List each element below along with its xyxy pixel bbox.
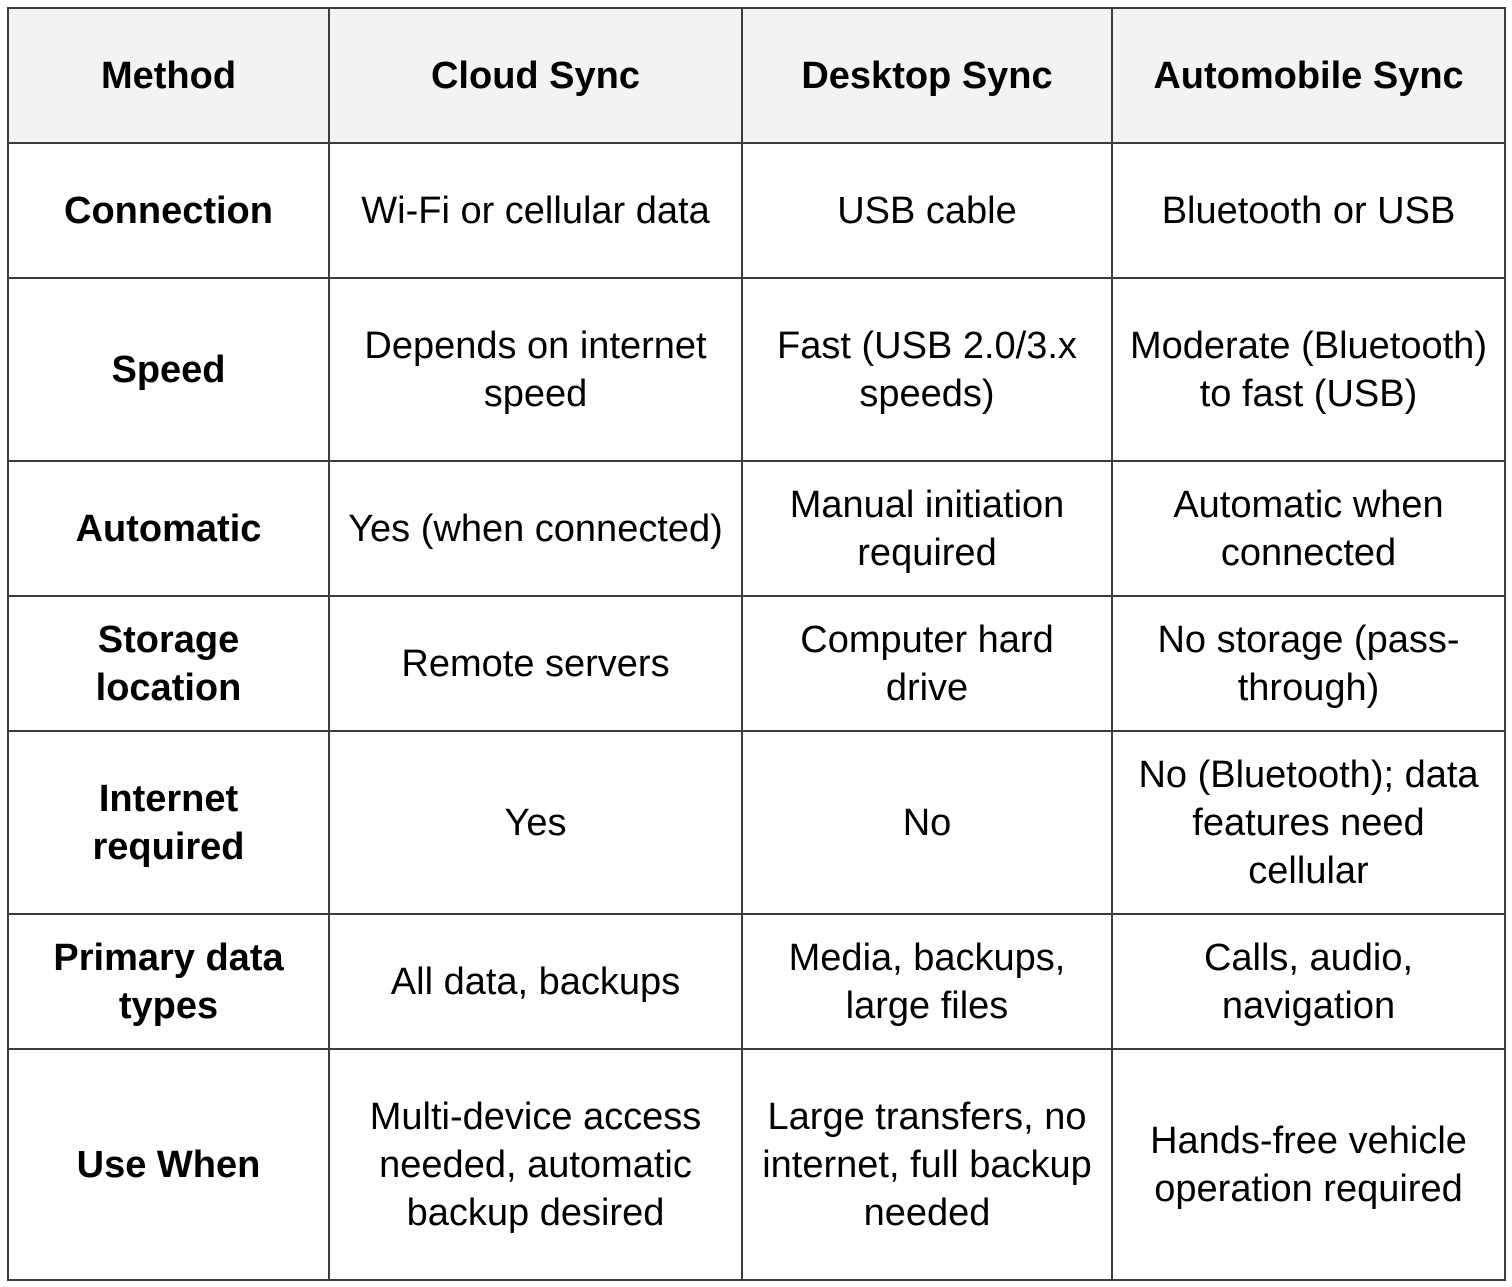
table-row-connection: Connection Wi-Fi or cellular data USB ca… [7,142,1506,279]
table-cell: No [741,730,1113,915]
table-row-speed: Speed Depends on internet speed Fast (US… [7,277,1506,462]
table-row-internet-required: Internet required Yes No No (Bluetooth);… [7,730,1506,915]
row-label: Automatic [7,460,330,597]
header-row: Method Cloud Sync Desktop Sync Automobil… [7,7,1506,144]
table-cell: All data, backups [328,913,743,1050]
table-cell: Yes [328,730,743,915]
table-cell: No storage (pass-through) [1111,595,1506,732]
header-automobile-sync: Automobile Sync [1111,7,1506,144]
row-label: Internet required [7,730,330,915]
table-cell: Remote servers [328,595,743,732]
table-cell: Bluetooth or USB [1111,142,1506,279]
header-method: Method [7,7,330,144]
table-cell: Fast (USB 2.0/3.x speeds) [741,277,1113,462]
header-desktop-sync: Desktop Sync [741,7,1113,144]
table-cell: Yes (when connected) [328,460,743,597]
table-cell: Moderate (Bluetooth) to fast (USB) [1111,277,1506,462]
table-cell: Depends on internet speed [328,277,743,462]
table-cell: Calls, audio, navigation [1111,913,1506,1050]
table-cell: Media, backups, large files [741,913,1113,1050]
table-cell: No (Bluetooth); data features need cellu… [1111,730,1506,915]
table-cell: Hands-free vehicle operation required [1111,1048,1506,1281]
row-label: Primary data types [7,913,330,1050]
header-cloud-sync: Cloud Sync [328,7,743,144]
row-label: Connection [7,142,330,279]
sync-methods-comparison-table: Method Cloud Sync Desktop Sync Automobil… [7,7,1506,1281]
row-label: Use When [7,1048,330,1281]
table-cell: Wi-Fi or cellular data [328,142,743,279]
table-cell: Manual initiation required [741,460,1113,597]
row-label: Speed [7,277,330,462]
table-cell: USB cable [741,142,1113,279]
table-cell: Multi-device access needed, automatic ba… [328,1048,743,1281]
table-row-storage-location: Storage location Remote servers Computer… [7,595,1506,732]
table-cell: Automatic when connected [1111,460,1506,597]
table-cell: Computer hard drive [741,595,1113,732]
table-row-use-when: Use When Multi-device access needed, aut… [7,1048,1506,1281]
table-row-automatic: Automatic Yes (when connected) Manual in… [7,460,1506,597]
row-label: Storage location [7,595,330,732]
table-row-primary-data-types: Primary data types All data, backups Med… [7,913,1506,1050]
table-cell: Large transfers, no internet, full backu… [741,1048,1113,1281]
